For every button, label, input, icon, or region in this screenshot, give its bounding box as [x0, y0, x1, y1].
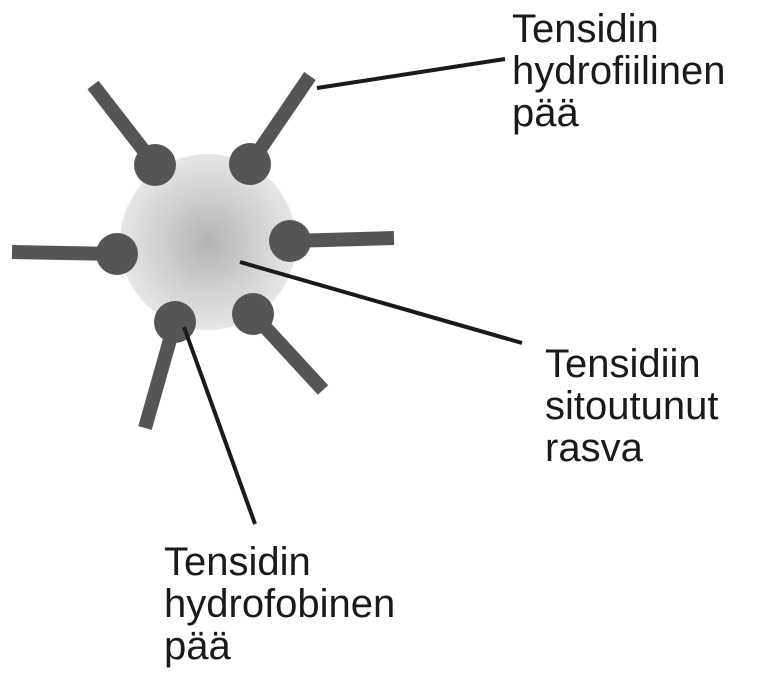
label-line: pää [512, 92, 725, 134]
label-line: Tensidiin [545, 343, 718, 385]
label-line: hydrofiilinen [512, 50, 725, 92]
label-line: pää [164, 625, 395, 667]
surfactant-molecule [269, 220, 394, 262]
surfactant-molecule [232, 293, 323, 390]
label-line: Tensidin [512, 8, 725, 50]
label-hydrophobic-end: Tensidin hydrofobinen pää [164, 541, 395, 667]
label-line: Tensidin [164, 541, 395, 583]
surfactant-molecule [12, 233, 138, 275]
leader-line-fat [240, 262, 522, 343]
leader-line-hydrophilic [317, 59, 505, 88]
label-hydrophilic-head: Tensidin hydrofiilinen pää [512, 8, 725, 134]
label-line: sitoutunut [545, 385, 718, 427]
surfactant-molecule [93, 85, 176, 186]
surfactant-molecule [145, 301, 196, 428]
label-bound-fat: Tensidiin sitoutunut rasva [545, 343, 718, 469]
label-line: hydrofobinen [164, 583, 395, 625]
surfactant-molecule [229, 76, 310, 185]
label-line: rasva [545, 427, 718, 469]
leader-line-hydrophobic [184, 327, 255, 524]
